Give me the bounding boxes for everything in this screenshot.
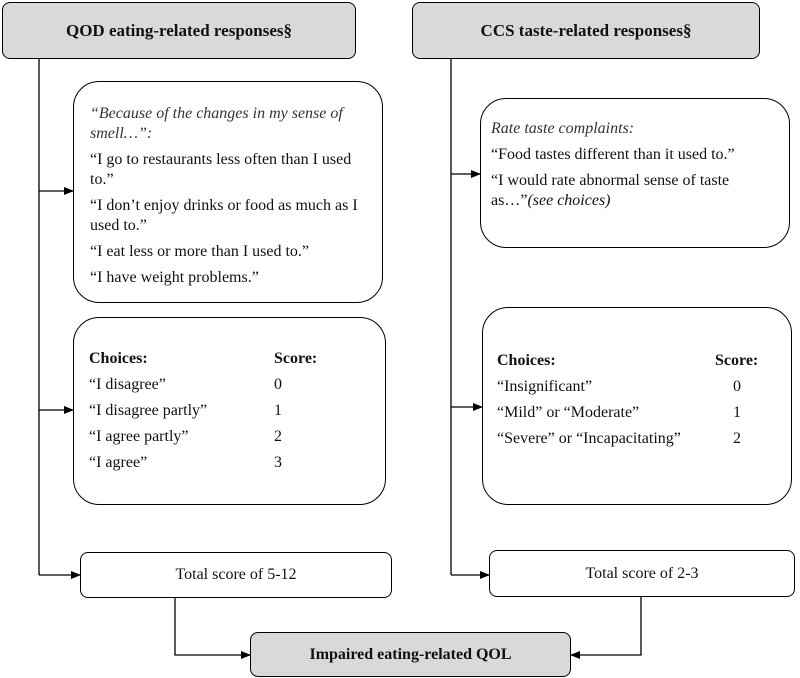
left-statement-4: “I have weight problems.” bbox=[90, 269, 259, 286]
left-total-text: Total score of 5-12 bbox=[175, 566, 297, 583]
right-choice-score: 2 bbox=[733, 430, 741, 447]
left-statement-2: “I don’t enjoy drinks or food as much as… bbox=[90, 197, 358, 234]
table-row: “I disagree” 0 bbox=[89, 376, 317, 402]
left-choice-label: “I disagree partly” bbox=[89, 402, 208, 419]
right-choice-label: “Insignificant” bbox=[497, 378, 593, 395]
left-choice-label: “I agree” bbox=[89, 454, 148, 471]
left-to-outcome-line bbox=[174, 598, 251, 659]
right-choices-table: Choices: Score: “Insignificant” 0 “Mild”… bbox=[497, 352, 758, 456]
left-choices-header: Choices: bbox=[89, 350, 148, 367]
left-statement-3: “I eat less or more than I used to.” bbox=[90, 243, 310, 260]
left-statements-box: “Because of the changes in my sense of s… bbox=[73, 81, 383, 303]
table-row: “Severe” or “Incapacitating” 2 bbox=[497, 430, 758, 456]
right-statement-1: “Food tastes different than it used to.” bbox=[491, 146, 735, 163]
left-score-header: Score: bbox=[274, 350, 318, 367]
right-statement-2-note: (see choices) bbox=[527, 192, 611, 209]
table-row: “Mild” or “Moderate” 1 bbox=[497, 404, 758, 430]
right-choice-label: “Severe” or “Incapacitating” bbox=[497, 430, 681, 447]
right-statements-box: Rate taste complaints: “Food tastes diff… bbox=[480, 98, 790, 248]
outcome-text: Impaired eating-related QOL bbox=[309, 645, 512, 663]
right-choice-label: “Mild” or “Moderate” bbox=[497, 404, 640, 421]
right-total-text: Total score of 2-3 bbox=[585, 564, 699, 582]
right-statement-2: “I would rate abnormal sense of taste as… bbox=[491, 171, 781, 211]
left-choice-label: “I agree partly” bbox=[89, 428, 189, 445]
left-header-title: QOD eating-related responses§ bbox=[65, 20, 293, 40]
left-choice-score: 1 bbox=[274, 402, 282, 419]
right-statements-intro: Rate taste complaints: bbox=[491, 120, 635, 137]
right-choice-score: 1 bbox=[733, 404, 741, 421]
right-to-outcome-line bbox=[570, 597, 642, 659]
table-row: “I agree partly” 2 bbox=[89, 428, 317, 454]
table-row: “I agree” 3 bbox=[89, 454, 317, 480]
left-statement-1: “I go to restaurants less often than I u… bbox=[90, 151, 352, 188]
right-statement-2-text: “I would rate abnormal sense of taste as… bbox=[491, 172, 730, 209]
outcome-box: Impaired eating-related QOL bbox=[250, 632, 571, 677]
right-choice-score: 0 bbox=[733, 378, 741, 395]
left-statements-intro: “Because of the changes in my sense of s… bbox=[90, 105, 343, 142]
left-choices-box: Choices: Score: “I disagree” 0 “I disagr… bbox=[73, 317, 386, 505]
left-choice-score: 3 bbox=[274, 454, 282, 471]
left-choice-score: 0 bbox=[274, 376, 282, 393]
right-total-box: Total score of 2-3 bbox=[489, 550, 795, 597]
left-header-box: QOD eating-related responses§ bbox=[2, 2, 356, 59]
left-choices-table: Choices: Score: “I disagree” 0 “I disagr… bbox=[89, 350, 317, 480]
left-choice-label: “I disagree” bbox=[89, 376, 166, 393]
table-row: “I disagree partly” 1 bbox=[89, 402, 317, 428]
right-choices-header: Choices: bbox=[497, 352, 556, 369]
table-row: “Insignificant” 0 bbox=[497, 378, 758, 404]
left-choice-score: 2 bbox=[274, 428, 282, 445]
right-header-box: CCS taste-related responses§ bbox=[412, 2, 760, 59]
right-score-header: Score: bbox=[715, 352, 759, 369]
right-choices-box: Choices: Score: “Insignificant” 0 “Mild”… bbox=[482, 307, 792, 505]
right-header-title: CCS taste-related responses§ bbox=[480, 20, 692, 40]
left-total-box: Total score of 5-12 bbox=[80, 552, 392, 598]
